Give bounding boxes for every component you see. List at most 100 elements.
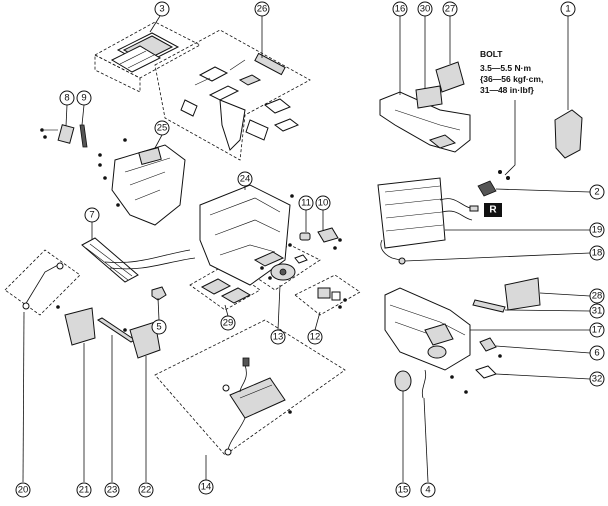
torque-spec: BOLT 3.5—5.5 N·m {36—56 kgf·cm, 31—48 in… bbox=[480, 49, 543, 95]
svg-text:5: 5 bbox=[156, 322, 161, 333]
svg-text:21: 21 bbox=[79, 485, 90, 496]
callout-23: 23 bbox=[104, 482, 120, 498]
part-17-housing bbox=[384, 287, 471, 371]
leader-lines bbox=[22, 15, 591, 483]
svg-text:27: 27 bbox=[445, 4, 456, 15]
svg-text:9: 9 bbox=[81, 93, 86, 104]
svg-text:15: 15 bbox=[398, 485, 409, 496]
callout-27: 27 bbox=[442, 1, 458, 17]
svg-text:16: 16 bbox=[395, 4, 406, 15]
svg-text:22: 22 bbox=[141, 485, 152, 496]
svg-text:29: 29 bbox=[223, 318, 234, 329]
callout-12: 12 bbox=[307, 329, 323, 345]
part-15-grommet bbox=[394, 370, 412, 392]
kit-outline-26 bbox=[154, 29, 311, 161]
torque-spec-line2: {36—56 kgf·cm, bbox=[480, 74, 543, 84]
callout-9: 9 bbox=[76, 90, 92, 106]
part-5-grommet bbox=[151, 286, 167, 301]
kit-outline-13 bbox=[244, 244, 321, 291]
part-9-link-rod bbox=[79, 124, 88, 148]
svg-text:25: 25 bbox=[157, 123, 168, 134]
callout-18: 18 bbox=[589, 245, 605, 261]
callout-3: 3 bbox=[154, 1, 170, 17]
part-31-seal bbox=[472, 299, 506, 313]
callout-21: 21 bbox=[76, 482, 92, 498]
torque-spec-title: BOLT bbox=[480, 49, 503, 59]
svg-text:6: 6 bbox=[594, 348, 599, 359]
callout-4: 4 bbox=[420, 482, 436, 498]
part-19-evaporator bbox=[377, 177, 479, 249]
callout-6: 6 bbox=[589, 345, 605, 361]
svg-text:20: 20 bbox=[18, 485, 29, 496]
callout-19: 19 bbox=[589, 222, 605, 238]
callout-20: 20 bbox=[15, 482, 31, 498]
svg-text:14: 14 bbox=[201, 482, 212, 493]
callout-5: 5 bbox=[151, 319, 167, 335]
callout-24: 24 bbox=[237, 171, 253, 187]
svg-text:1: 1 bbox=[565, 4, 570, 15]
linkage-kit bbox=[180, 52, 300, 151]
kit-outline-14 bbox=[154, 319, 346, 456]
part-14-actuator-harness bbox=[222, 357, 292, 456]
part-11-clip bbox=[299, 232, 311, 241]
callout-2: 2 bbox=[589, 184, 605, 200]
part-6-actuator bbox=[479, 337, 502, 358]
torque-spec-line1: 3.5—5.5 N·m bbox=[480, 63, 531, 73]
callout-7: 7 bbox=[84, 207, 100, 223]
part-27-pad bbox=[435, 61, 465, 93]
part-4-hose bbox=[421, 369, 427, 399]
callout-22: 22 bbox=[138, 482, 154, 498]
part-29-pads bbox=[200, 278, 252, 304]
part-1-bracket bbox=[554, 109, 583, 159]
part-30-pad bbox=[415, 85, 443, 109]
svg-text:30: 30 bbox=[420, 4, 431, 15]
svg-text:23: 23 bbox=[107, 485, 118, 496]
lower-unit-case bbox=[199, 184, 294, 286]
svg-text:31: 31 bbox=[592, 306, 603, 317]
screw-b bbox=[464, 390, 468, 394]
air-filter-set bbox=[110, 32, 180, 73]
part-10-actuator bbox=[317, 227, 342, 250]
svg-text:17: 17 bbox=[592, 325, 603, 336]
blower-motor-kit bbox=[260, 254, 308, 281]
svg-text:12: 12 bbox=[310, 332, 321, 343]
callout-31: 31 bbox=[589, 303, 605, 319]
callout-17: 17 bbox=[589, 322, 605, 338]
svg-text:13: 13 bbox=[273, 332, 284, 343]
torque-spec-line3: 31—48 in·lbf} bbox=[480, 85, 535, 95]
svg-text:26: 26 bbox=[257, 4, 268, 15]
part-22-cover bbox=[123, 321, 161, 359]
torque-leader bbox=[504, 100, 516, 176]
callout-11: 11 bbox=[298, 195, 314, 211]
kit-outline-12 bbox=[294, 274, 361, 316]
svg-text:4: 4 bbox=[425, 485, 430, 496]
part-23-seal bbox=[97, 317, 136, 343]
svg-text:19: 19 bbox=[592, 225, 603, 236]
svg-text:11: 11 bbox=[301, 198, 311, 209]
svg-text:10: 10 bbox=[318, 198, 329, 209]
callout-16: 16 bbox=[392, 1, 408, 17]
callout-29: 29 bbox=[220, 315, 236, 331]
svg-text:2: 2 bbox=[594, 187, 599, 198]
callout-10: 10 bbox=[315, 195, 331, 211]
callout-15: 15 bbox=[395, 482, 411, 498]
part-32-bracket bbox=[475, 365, 497, 379]
part-21-cover bbox=[56, 305, 96, 346]
callout-13: 13 bbox=[270, 329, 286, 345]
upper-unit-case bbox=[98, 138, 186, 226]
part-20-pipe-kit bbox=[22, 262, 64, 310]
reference-mark: R bbox=[484, 203, 502, 217]
callout-14: 14 bbox=[198, 479, 214, 495]
svg-text:24: 24 bbox=[240, 174, 251, 185]
reference-mark-label: R bbox=[489, 205, 497, 216]
callout-30: 30 bbox=[417, 1, 433, 17]
callout-26: 26 bbox=[254, 1, 270, 17]
svg-text:18: 18 bbox=[592, 248, 603, 259]
callout-28: 28 bbox=[589, 288, 605, 304]
callout-25: 25 bbox=[154, 120, 170, 136]
kit-outline-3 bbox=[94, 21, 201, 93]
part-2-expansion-valve bbox=[477, 170, 510, 197]
callout-32: 32 bbox=[589, 371, 605, 387]
part-12-resistor bbox=[317, 287, 347, 309]
